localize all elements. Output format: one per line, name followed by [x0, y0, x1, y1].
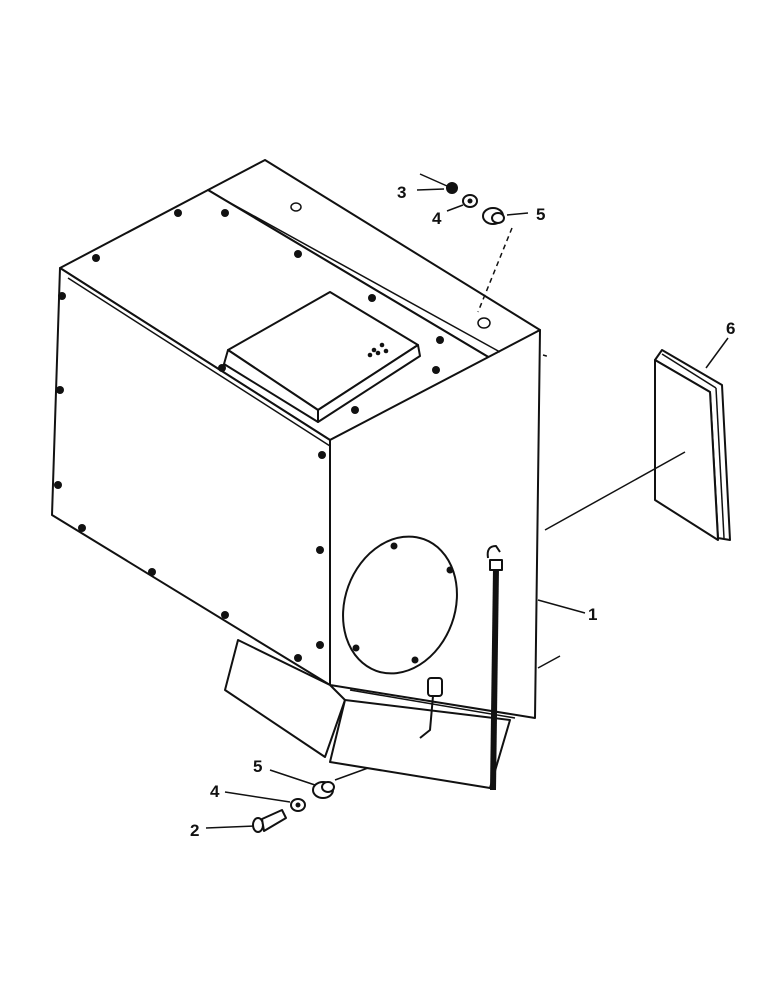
- housing-assembly: [51, 159, 541, 791]
- top-edge-line: [67, 277, 331, 447]
- callout-housing: 1: [588, 605, 597, 624]
- vertical-tube: [486, 545, 503, 791]
- nut-top: [446, 182, 458, 194]
- filter-panel: [654, 349, 731, 541]
- top-rear-hole: [290, 202, 302, 212]
- left-panel-screws: [54, 292, 326, 662]
- lower-duct: [224, 639, 516, 789]
- bolt-bottom: [252, 809, 287, 833]
- callout-isolator-top: 5: [536, 205, 545, 224]
- callout-labels: 1 2 3 4 4 5 5 6: [190, 183, 735, 840]
- callout-bolt: 2: [190, 821, 199, 840]
- top-groove-line: [224, 199, 501, 353]
- round-access-panel: [342, 535, 458, 675]
- bottom-latch: [419, 677, 443, 739]
- mounting-hole-top: [477, 317, 491, 329]
- bottom-hardware: [205, 769, 335, 833]
- callout-washer-bottom: 4: [210, 782, 220, 801]
- top-access-cover: [223, 291, 421, 423]
- callout-nut: 3: [397, 183, 406, 202]
- top-hardware: [416, 173, 529, 225]
- callout-isolator-bottom: 5: [253, 757, 262, 776]
- callout-washer-top: 4: [432, 209, 442, 228]
- callout-filter: 6: [726, 319, 735, 338]
- top-panel-screws: [92, 209, 444, 414]
- leader-lines: [334, 227, 729, 781]
